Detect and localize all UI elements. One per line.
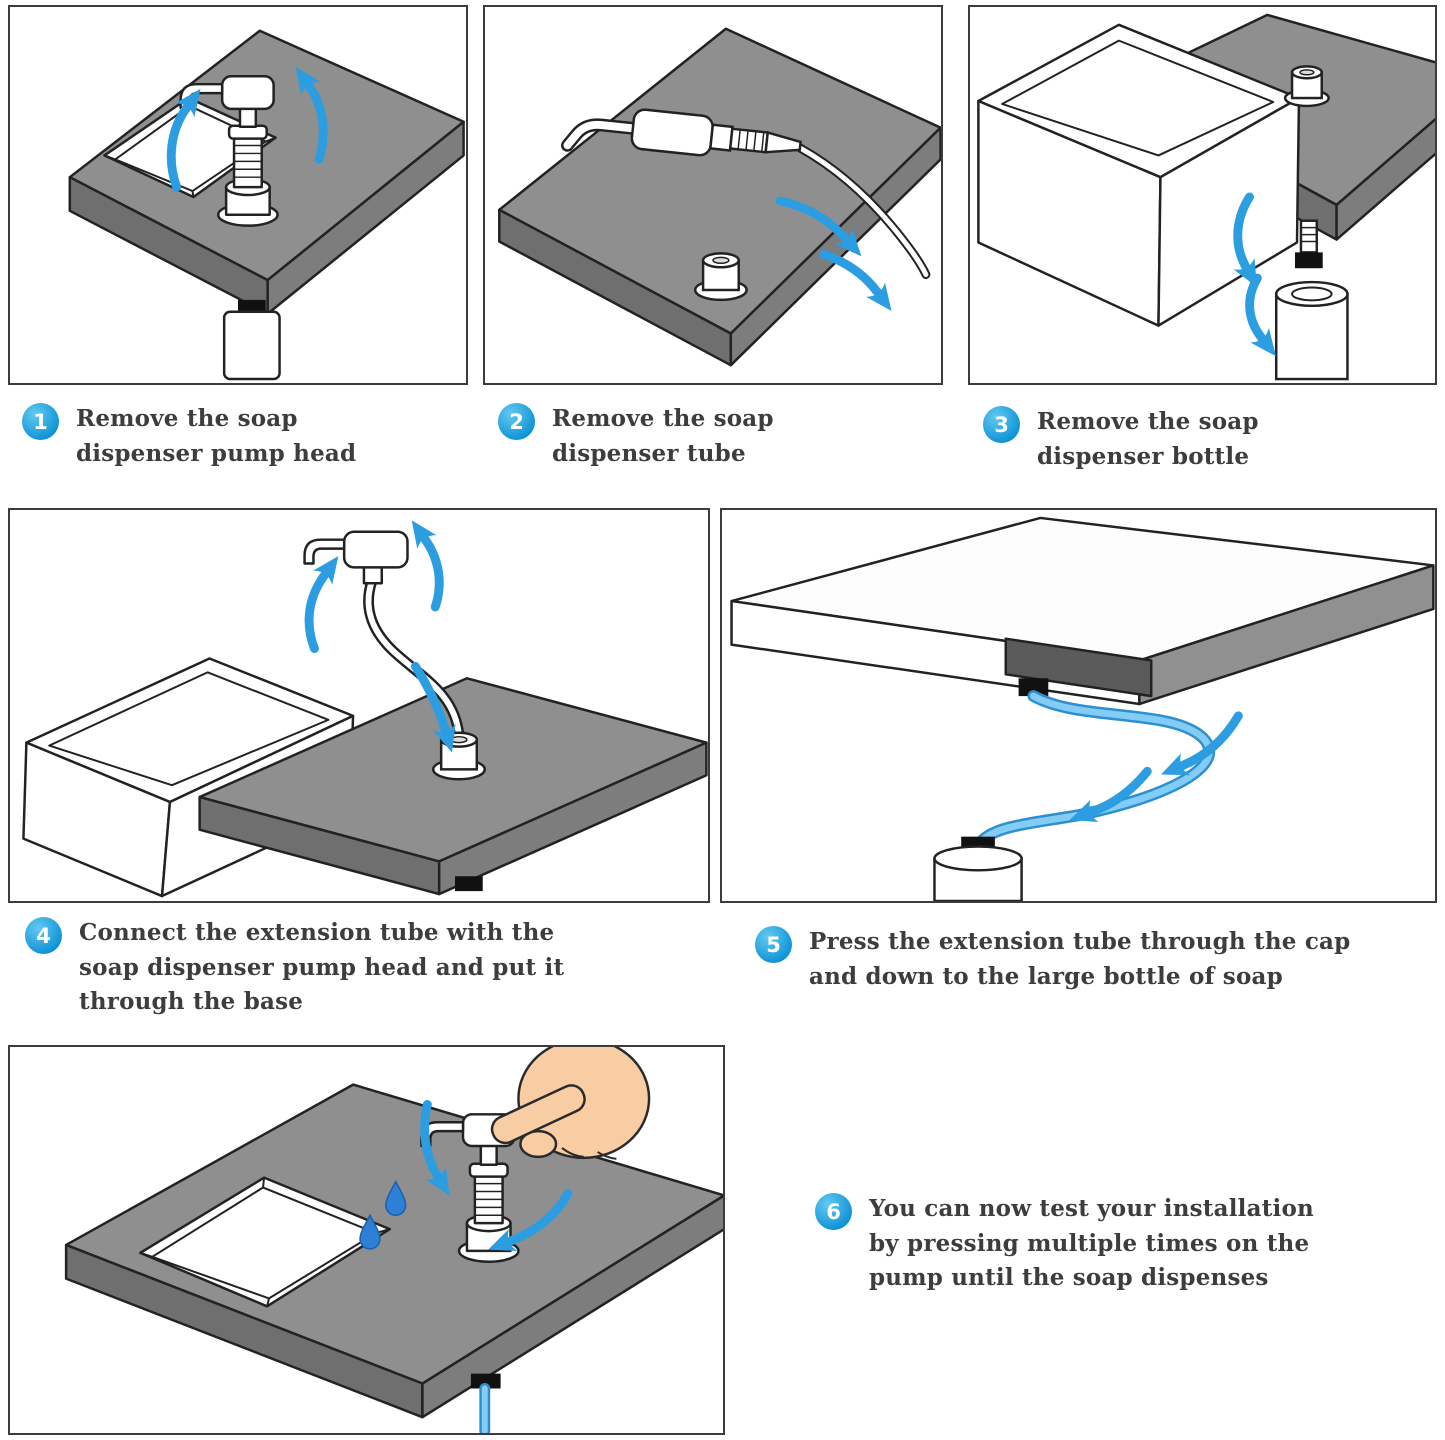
down-arrow-icon: [1245, 273, 1276, 357]
step-3-illustration: [977, 13, 1435, 381]
index-finger: [490, 1084, 586, 1145]
arrow-icons: [775, 196, 892, 311]
threaded-shaft: [1295, 219, 1323, 269]
up-arrow-icon: [166, 88, 201, 192]
countertop: [68, 29, 465, 315]
mounting-nut: [455, 876, 483, 892]
soap-drop-icons: [359, 1179, 407, 1250]
step-2-text: Remove the soap dispenser tube: [552, 405, 774, 467]
step-2-illustration: [498, 27, 941, 367]
step-3-badge: 3: [983, 406, 1020, 443]
extension-tube: [973, 690, 1216, 851]
pump-spout: [303, 538, 346, 565]
hand-pressing: [490, 1047, 651, 1160]
thumb: [519, 1129, 558, 1159]
collar-base: [432, 731, 486, 781]
under-counter-tube: [470, 1373, 501, 1433]
step-5-badge: 5: [755, 926, 792, 963]
countertop: [498, 27, 941, 367]
step-2-caption: 2 Remove the soap dispenser tube: [498, 402, 897, 471]
collar-base: [693, 252, 748, 302]
step-6-caption: 6 You can now test your installation by …: [815, 1192, 1314, 1296]
bottle: [222, 299, 281, 381]
pump-head: [220, 75, 275, 111]
step-4-badge: 4: [25, 917, 62, 954]
step-1-panel: [8, 5, 468, 385]
countertop: [64, 1083, 723, 1419]
arrow-icons: [166, 66, 328, 192]
up-arrow-icon: [295, 66, 328, 164]
step-4-panel: [8, 508, 710, 903]
up-arrow-icon: [411, 520, 444, 612]
down-left-arrow-icon: [488, 1189, 573, 1252]
arrow-icons: [420, 1099, 573, 1252]
step-3-text: Remove the soap dispenser bottle: [1037, 408, 1259, 470]
step-6-text: You can now test your installation by pr…: [869, 1195, 1314, 1291]
step-4-caption: 4 Connect the extension tube with the so…: [25, 916, 609, 1020]
step-6-badge: 6: [815, 1193, 852, 1230]
arrow-icons: [1069, 711, 1243, 823]
mounting-nut: [1018, 678, 1049, 697]
soap-dispenser: [179, 75, 279, 227]
step-2-panel: [483, 5, 943, 385]
step-5-caption: 5 Press the extension tube through the c…: [755, 925, 1399, 994]
soap-drop-icon: [359, 1213, 381, 1250]
pump-head-with-tube: [560, 108, 931, 279]
up-arrow-icon: [304, 556, 339, 654]
mounting-nut: [1295, 252, 1323, 269]
step-5-panel: [720, 508, 1437, 903]
soap-drop-icon: [385, 1179, 407, 1216]
collar-base: [1283, 65, 1330, 108]
arrow-icons: [304, 520, 456, 753]
step-6-panel: [8, 1045, 725, 1435]
step-3-panel: [968, 5, 1437, 385]
step-4-text: Connect the extension tube with the soap…: [79, 919, 565, 1015]
counter-edge-beam: [1004, 637, 1153, 698]
step-1-illustration: [68, 29, 465, 381]
step-6-illustration: [64, 1047, 723, 1433]
countertop-underside: [730, 516, 1435, 706]
step-5-text: Press the extension tube through the cap…: [809, 928, 1351, 990]
right-down-arrow-icon: [775, 196, 862, 257]
step-3-caption: 3 Remove the soap dispenser bottle: [983, 405, 1382, 474]
pump-head: [303, 530, 409, 585]
pump-head: [630, 108, 714, 157]
step-1-badge: 1: [22, 403, 59, 440]
down-left-arrow-icon: [1069, 766, 1152, 823]
bottle: [1274, 280, 1349, 381]
down-arrow-icon: [410, 661, 456, 753]
step-5-illustration: [730, 516, 1435, 901]
extension-tube: [363, 575, 465, 742]
down-left-arrow-icon: [1161, 711, 1243, 776]
sink-box: [977, 23, 1301, 327]
right-down-arrow-icon: [819, 249, 892, 311]
down-arrow-icon: [420, 1099, 450, 1197]
mounting-nut: [470, 1373, 501, 1389]
down-arrow-icon: [1233, 192, 1257, 288]
step-1-caption: 1 Remove the soap dispenser pump head: [22, 402, 421, 471]
step-4-illustration: [22, 520, 708, 898]
step-2-badge: 2: [498, 403, 535, 440]
soap-bottle: [933, 836, 1023, 901]
step-1-text: Remove the soap dispenser pump head: [76, 405, 357, 467]
arrow-icons: [1233, 192, 1276, 357]
